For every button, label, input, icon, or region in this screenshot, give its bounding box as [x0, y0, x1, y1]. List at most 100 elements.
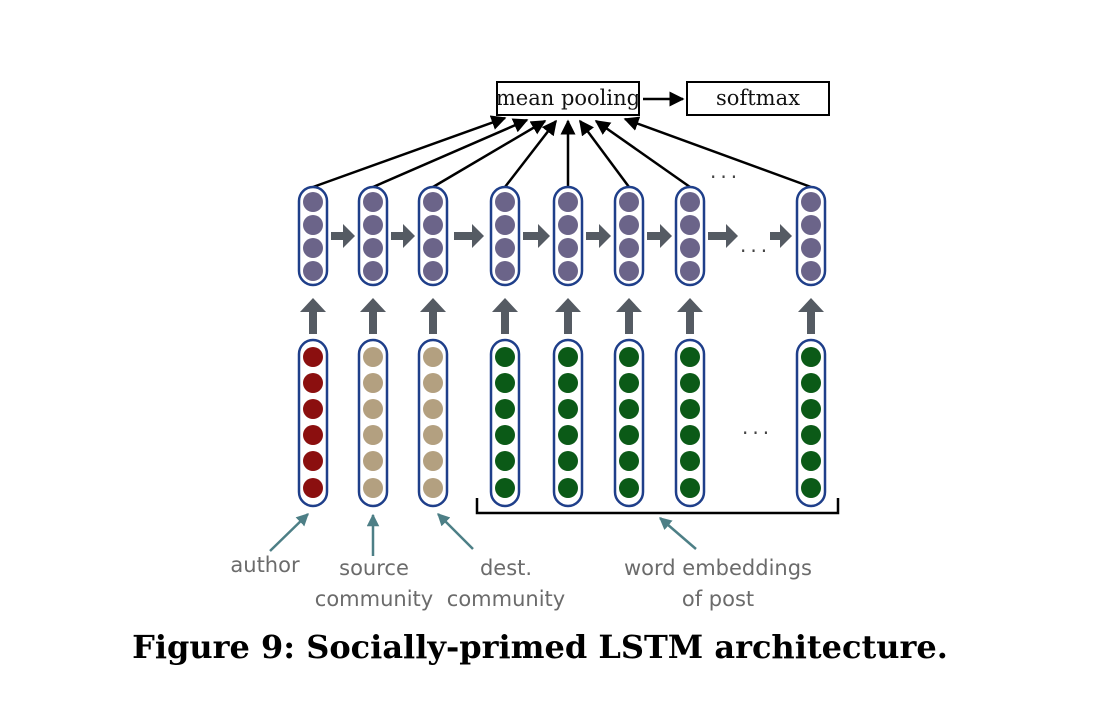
softmax-label: softmax	[716, 86, 800, 110]
pool-arrow-1	[312, 115, 507, 189]
hidden-column	[357, 185, 389, 287]
hidden-column	[795, 185, 827, 287]
input-arrow	[300, 298, 326, 334]
hidden-cell	[619, 215, 639, 235]
word-cell	[680, 451, 700, 471]
dest-pointer-arrow	[437, 513, 474, 550]
hidden-column-outline	[297, 185, 329, 287]
top-ellipsis: ...	[710, 159, 741, 183]
word-cell	[558, 425, 578, 445]
hidden-column	[613, 185, 645, 287]
word-cell	[680, 478, 700, 498]
hidden-cell	[363, 261, 383, 281]
words-pointer-arrow	[659, 517, 697, 550]
recurrent-arrow	[647, 224, 672, 248]
word-cell	[619, 347, 639, 367]
word-cell	[801, 478, 821, 498]
hidden-cell	[423, 238, 443, 258]
figure-caption: Figure 9: Socially-primed LSTM architect…	[132, 628, 948, 666]
dest-community-column	[417, 338, 449, 508]
word-cell	[801, 425, 821, 445]
input-arrow	[360, 298, 386, 334]
dest-community-cell	[423, 373, 443, 393]
word-cell	[558, 399, 578, 419]
recurrent-arrow	[523, 224, 550, 248]
mean-pooling-box	[496, 81, 640, 116]
word-cell	[495, 478, 515, 498]
word-cell	[680, 347, 700, 367]
word-cell	[619, 425, 639, 445]
hidden-cell	[619, 238, 639, 258]
word-cell	[680, 425, 700, 445]
word-cell	[495, 451, 515, 471]
dest-community-cell	[423, 478, 443, 498]
hidden-cell	[495, 238, 515, 258]
hidden-cell	[303, 261, 323, 281]
hidden-column-outline	[795, 185, 827, 287]
word-cell	[801, 451, 821, 471]
author-cell	[303, 373, 323, 393]
recurrent-arrow	[708, 224, 738, 248]
words-label-line2: of post	[682, 587, 754, 611]
hidden-cell	[680, 192, 700, 212]
word-embedding-column	[613, 338, 645, 508]
hidden-cell	[619, 192, 639, 212]
pool-arrow-6	[578, 119, 631, 188]
author-pointer-arrow	[269, 513, 309, 552]
hidden-cell	[680, 238, 700, 258]
word-cell	[619, 373, 639, 393]
word-embedding-column	[552, 338, 584, 508]
dest-community-cell	[423, 399, 443, 419]
hidden-cell	[801, 261, 821, 281]
source-community-cell	[363, 451, 383, 471]
hidden-cell	[363, 215, 383, 235]
author-cell	[303, 451, 323, 471]
hidden-cell	[558, 215, 578, 235]
hidden-cell	[495, 261, 515, 281]
annotation-arrows	[269, 513, 697, 556]
input-arrow	[555, 298, 581, 334]
word-cell	[495, 373, 515, 393]
hidden-column-outline	[552, 185, 584, 287]
word-embedding-column	[674, 338, 706, 508]
author-cell	[303, 478, 323, 498]
hidden-cell	[801, 215, 821, 235]
hidden-cell	[680, 215, 700, 235]
mean-pooling-label: mean pooling	[496, 86, 640, 110]
hidden-cell	[423, 192, 443, 212]
dest-label-line2: community	[447, 587, 565, 611]
input-arrow	[677, 298, 703, 334]
recurrent-arrow	[454, 224, 484, 248]
word-cell	[495, 347, 515, 367]
input-columns	[297, 338, 827, 508]
input-arrow	[492, 298, 518, 334]
bottom-ellipsis: ...	[742, 415, 773, 439]
hidden-cell	[423, 261, 443, 281]
word-cell	[619, 399, 639, 419]
author-cell	[303, 425, 323, 445]
word-cell	[619, 451, 639, 471]
input-arrow	[798, 298, 824, 334]
hidden-column-outline	[489, 185, 521, 287]
hidden-state-columns	[297, 185, 827, 287]
source-community-cell	[363, 425, 383, 445]
pool-arrow-7	[594, 119, 691, 189]
hidden-cell	[495, 192, 515, 212]
word-cell	[558, 451, 578, 471]
word-embeddings-bracket	[475, 498, 840, 515]
dest-community-cell	[423, 425, 443, 445]
word-cell	[680, 373, 700, 393]
recurrent-arrow	[391, 224, 415, 248]
word-cell	[558, 347, 578, 367]
pool-arrow-3	[432, 119, 547, 189]
hidden-column	[489, 185, 521, 287]
word-embedding-column	[489, 338, 521, 508]
source-community-cell	[363, 373, 383, 393]
hidden-cell	[801, 192, 821, 212]
words-label-line1: word embeddings	[624, 556, 812, 580]
hidden-cell	[423, 215, 443, 235]
hidden-cell	[363, 238, 383, 258]
dest-label-line1: dest.	[480, 556, 532, 580]
word-cell	[495, 399, 515, 419]
